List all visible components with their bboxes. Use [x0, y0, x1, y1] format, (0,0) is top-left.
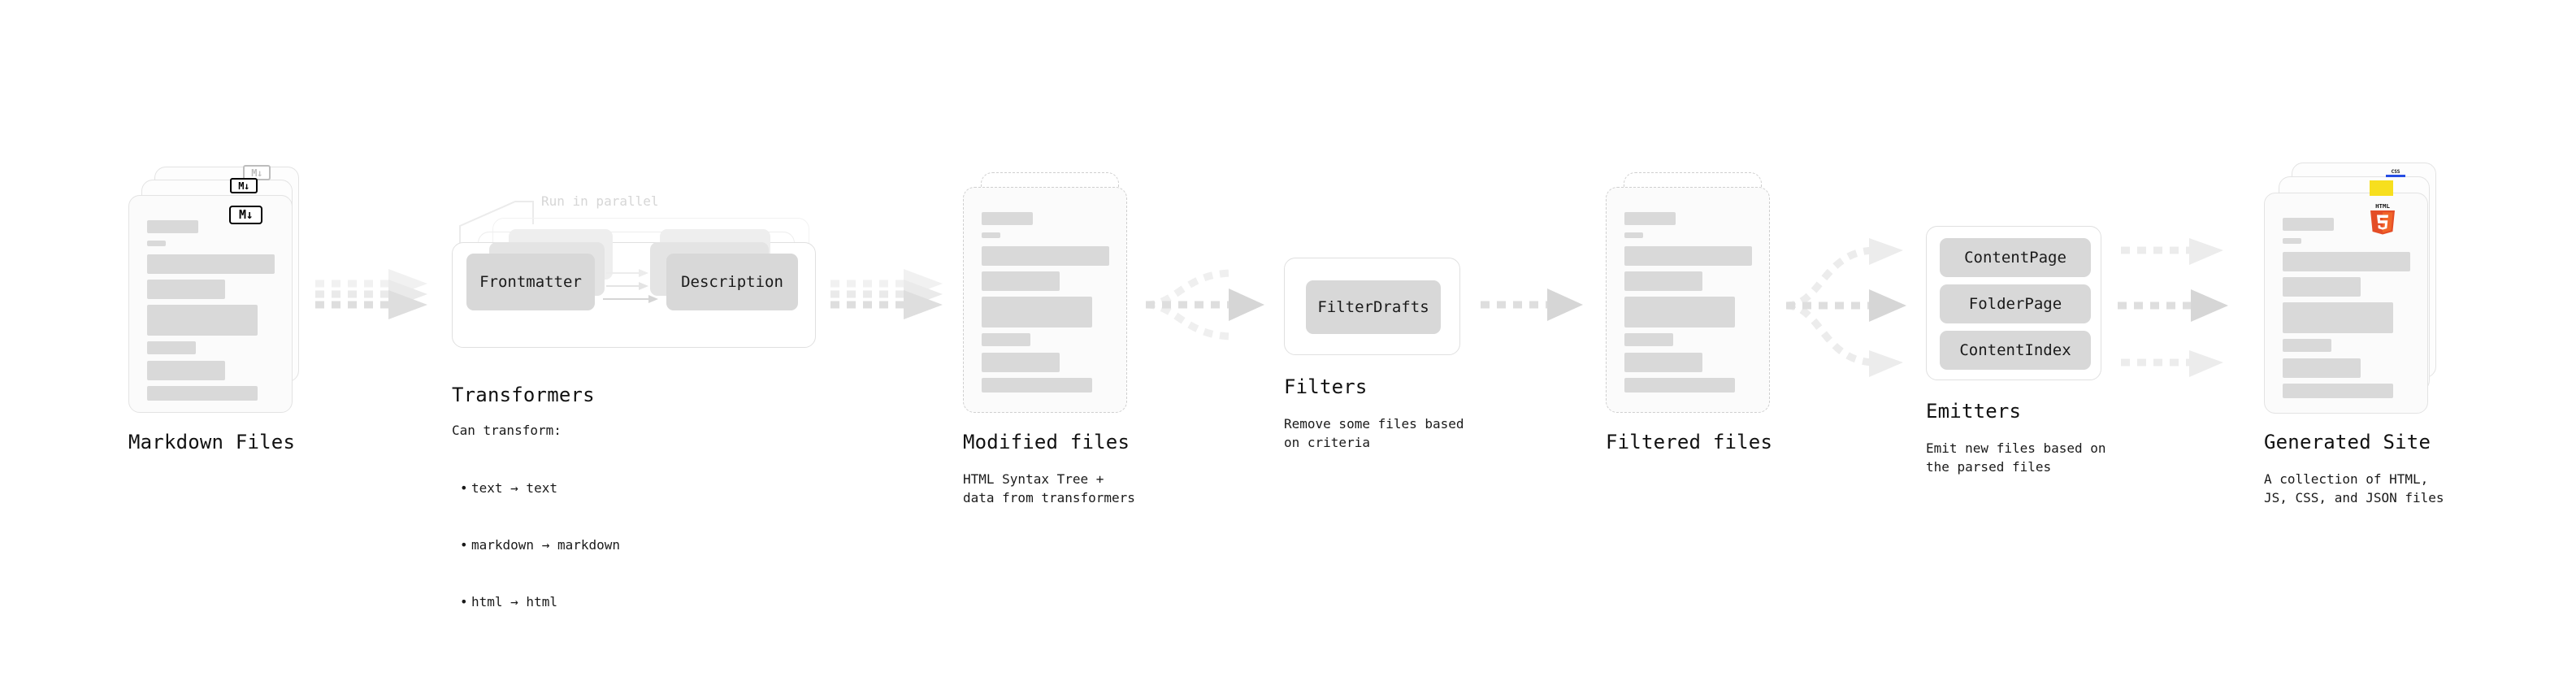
content-bar [2283, 358, 2361, 378]
arrow-filters-to-filtered [1479, 286, 1597, 335]
content-bar [982, 297, 1092, 327]
arrow-emitters-to-site [2116, 234, 2254, 380]
emitters-subtitle: Emit new files based on the parsed files [1926, 440, 2106, 475]
arrow-markdown-to-transformers [314, 264, 444, 345]
markdown-files-stack: M↓ M↓ M↓ [128, 165, 303, 419]
content-bar [982, 333, 1030, 346]
run-in-parallel-note: Run in parallel [541, 193, 659, 209]
arrow-filtered-to-emitters [1785, 234, 1927, 380]
content-bar [2283, 277, 2361, 297]
transformer-pill-frontmatter[interactable]: Frontmatter [466, 254, 595, 310]
content-bar [1624, 232, 1643, 238]
stage-title-transformers: Transformers [452, 384, 595, 406]
content-bar [2283, 302, 2393, 333]
markdown-icon-glyph: M↓ [238, 180, 249, 192]
emitter-pill-folderpage[interactable]: FolderPage [1940, 284, 2091, 323]
transformer-inner-arrows [603, 269, 658, 303]
list-item: text → text [458, 479, 620, 497]
filters-group: FilterDrafts [1284, 258, 1460, 355]
content-bar [982, 246, 1109, 266]
generated-site-subtitle: A collection of HTML, JS, CSS, and JSON … [2264, 471, 2444, 506]
content-bar [982, 212, 1033, 225]
list-item: markdown → markdown [458, 536, 620, 554]
content-bar [2283, 252, 2410, 271]
content-bar [1624, 353, 1702, 372]
stage-title-filtered-files: Filtered files [1606, 431, 1773, 453]
transformer-pill-description[interactable]: Description [666, 254, 798, 310]
markdown-icon: M↓ [229, 206, 262, 224]
modified-files-subtitle: HTML Syntax Tree + data from transformer… [963, 471, 1135, 506]
content-bar [147, 386, 258, 401]
content-bar [147, 361, 225, 380]
stage-title-filters: Filters [1284, 375, 1368, 398]
content-bar [147, 220, 198, 233]
content-bar [2283, 384, 2393, 398]
transformers-bullet-list: text → text markdown → markdown html → h… [458, 441, 620, 648]
content-bar [1624, 297, 1735, 327]
content-bar [982, 232, 1000, 238]
emitter-pill-contentpage[interactable]: ContentPage [1940, 238, 2091, 277]
content-bar [2283, 238, 2301, 244]
css-icon: CSS [2386, 169, 2405, 177]
markdown-icon-glyph: M↓ [238, 207, 254, 222]
content-bar [1624, 333, 1673, 346]
markdown-file-card-front [128, 195, 293, 413]
content-bar [147, 241, 166, 246]
stage-title-modified-files: Modified files [963, 431, 1130, 453]
emitters-group: ContentPage FolderPage ContentIndex [1926, 226, 2101, 380]
pill-label: ContentIndex [1959, 341, 2071, 359]
pill-label: Description [681, 273, 783, 291]
filter-pill-filterdrafts[interactable]: FilterDrafts [1306, 280, 1441, 334]
js-icon [2370, 180, 2393, 196]
site-file-card-html [2264, 193, 2428, 414]
filters-subtitle: Remove some files based on criteria [1284, 416, 1464, 451]
modified-file-card-front [963, 187, 1127, 413]
emitter-pill-contentindex[interactable]: ContentIndex [1940, 331, 2091, 370]
html5-icon: HTML [2370, 202, 2395, 235]
transformers-subtitle: Can transform: [452, 423, 562, 438]
markdown-icon: M↓ [230, 178, 258, 193]
arrow-transformers-to-modified [829, 264, 959, 345]
pill-label: FolderPage [1968, 295, 2062, 313]
list-item: html → html [458, 592, 620, 611]
content-bar [982, 271, 1060, 291]
pill-label: FilterDrafts [1317, 298, 1429, 316]
content-bar [2283, 218, 2334, 231]
run-in-parallel-leader [459, 201, 534, 247]
css-icon-wordmark: CSS [2392, 169, 2400, 175]
filtered-file-card-front [1606, 187, 1770, 413]
content-bar [2283, 339, 2331, 352]
arrow-modified-to-filters [1144, 262, 1282, 351]
content-bar [147, 280, 225, 299]
content-bar [147, 305, 258, 336]
markdown-icon-glyph: M↓ [251, 167, 262, 179]
html5-icon-wordmark: HTML [2375, 202, 2390, 210]
content-bar [1624, 246, 1752, 266]
content-bar [147, 254, 275, 274]
stage-title-generated-site: Generated Site [2264, 431, 2431, 453]
generated-site-stack: CSS HTML [2264, 163, 2451, 423]
content-bar [1624, 212, 1676, 225]
stage-title-markdown-files: Markdown Files [128, 431, 296, 453]
content-bar [982, 378, 1092, 393]
content-bar [147, 341, 196, 354]
filtered-files-stack [1606, 167, 1780, 419]
modified-files-stack [963, 167, 1138, 419]
transformers-group: Run in parallel Frontmatter Description … [452, 193, 826, 358]
content-bar [1624, 271, 1702, 291]
pill-label: ContentPage [1964, 249, 2066, 267]
pill-label: Frontmatter [479, 273, 582, 291]
content-bar [1624, 378, 1735, 393]
content-bar [982, 353, 1060, 372]
stage-title-emitters: Emitters [1926, 400, 2022, 423]
